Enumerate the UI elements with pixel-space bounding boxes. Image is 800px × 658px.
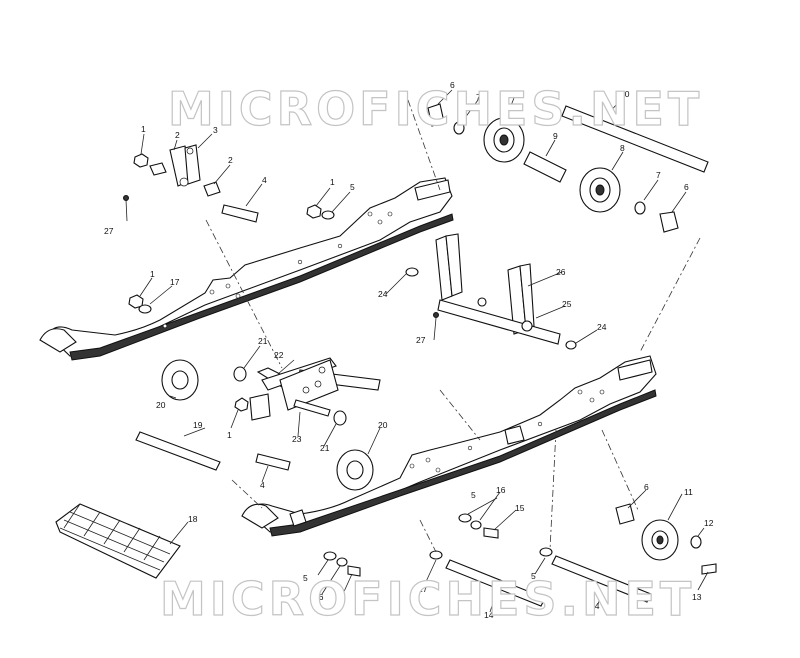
callout-17: 17 [418, 584, 428, 594]
callout-13: 13 [692, 592, 702, 602]
callout-numbers: 1 2 3 2 4 27 1 5 1 17 6 7 8 10 9 8 7 6 2… [104, 80, 714, 620]
callout-2: 2 [175, 130, 180, 140]
callout-25: 25 [562, 299, 572, 309]
callout-6: 6 [684, 182, 689, 192]
callout-26: 26 [556, 267, 566, 277]
callout-11: 11 [684, 487, 693, 497]
shafts-lower [135, 431, 652, 607]
callout-20: 20 [156, 400, 166, 410]
callout-12: 12 [704, 518, 714, 528]
callout-15: 15 [335, 592, 345, 602]
callout-2: 2 [228, 155, 233, 165]
callout-6: 6 [450, 80, 455, 90]
rear-idler-group [615, 503, 717, 575]
callout-6: 6 [644, 482, 649, 492]
callout-21: 21 [258, 336, 268, 346]
callout-22: 22 [274, 350, 284, 360]
callout-24: 24 [597, 322, 607, 332]
callout-10: 10 [620, 89, 630, 99]
callout-23: 23 [292, 434, 302, 444]
lower-hardware [323, 513, 553, 577]
callout-21: 21 [320, 443, 330, 453]
callout-9: 9 [553, 131, 558, 141]
assembly-lines [205, 99, 701, 553]
nuts-upper [123, 153, 577, 350]
callout-1: 1 [330, 177, 335, 187]
callout-8: 8 [513, 89, 518, 99]
callout-5: 5 [303, 573, 308, 583]
left-slide-rail [39, 177, 454, 361]
bolt-4-upper [221, 204, 259, 223]
callout-1: 1 [150, 269, 155, 279]
callout-5: 5 [471, 490, 476, 500]
callout-8: 8 [620, 143, 625, 153]
mid-idler-wheels [161, 359, 374, 491]
callout-4: 4 [262, 175, 267, 185]
callout-15: 15 [515, 503, 525, 513]
link-plates [149, 144, 221, 197]
callout-20: 20 [378, 420, 388, 430]
callout-4: 4 [260, 480, 265, 490]
right-slide-rail [241, 355, 657, 537]
callout-19: 19 [193, 420, 203, 430]
callout-24: 24 [378, 289, 388, 299]
callout-7: 7 [656, 170, 661, 180]
callout-14: 14 [590, 601, 600, 611]
callout-5: 5 [350, 182, 355, 192]
callout-27: 27 [104, 226, 114, 236]
callout-16: 16 [496, 485, 506, 495]
callout-5: 5 [531, 571, 536, 581]
leader-lines [125, 89, 709, 613]
callout-16: 16 [314, 592, 324, 602]
track-section [55, 503, 181, 579]
callout-18: 18 [188, 514, 198, 524]
callout-14: 14 [484, 610, 494, 620]
callout-7: 7 [476, 92, 481, 102]
front-arm-assembly [249, 357, 381, 421]
callout-27: 27 [416, 335, 426, 345]
upper-idler-group [427, 103, 709, 233]
callout-1: 1 [141, 124, 146, 134]
callout-17: 17 [170, 277, 180, 287]
center-shaft-bracket [435, 233, 561, 345]
callout-3: 3 [213, 125, 218, 135]
callout-1: 1 [227, 430, 232, 440]
